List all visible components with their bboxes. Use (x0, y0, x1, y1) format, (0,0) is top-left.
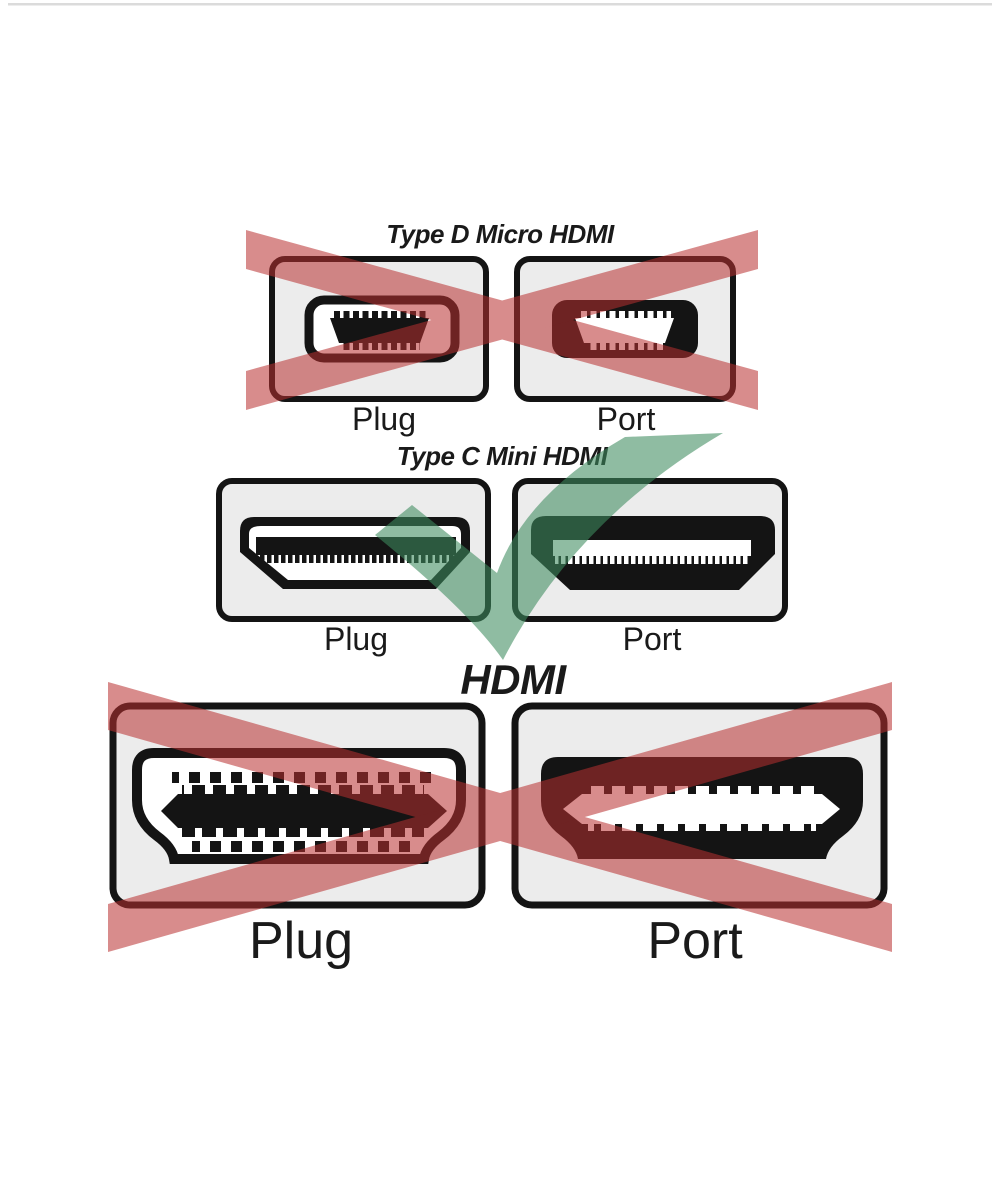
image-top-border (8, 3, 992, 6)
mini-section-title: Type C Mini HDMI (397, 441, 609, 471)
standard-port-label: Port (647, 912, 743, 970)
mini-plug-label: Plug (324, 621, 388, 657)
standard-section-title: HDMI (460, 656, 567, 703)
micro-hdmi-section: Type D Micro HDMI Plug Port (246, 219, 758, 437)
red-cross-icon (108, 682, 892, 952)
mini-hdmi-section: Type C Mini HDMI Plug Port (216, 433, 788, 660)
green-check-icon (375, 433, 723, 660)
red-cross-icon (246, 230, 758, 410)
micro-section-title: Type D Micro HDMI (386, 219, 615, 249)
micro-plug-label: Plug (352, 401, 416, 437)
mini-port-label: Port (623, 621, 682, 657)
standard-hdmi-section: HDMI Plug Port (108, 656, 892, 970)
standard-plug-label: Plug (249, 912, 353, 970)
micro-port-label: Port (597, 401, 656, 437)
